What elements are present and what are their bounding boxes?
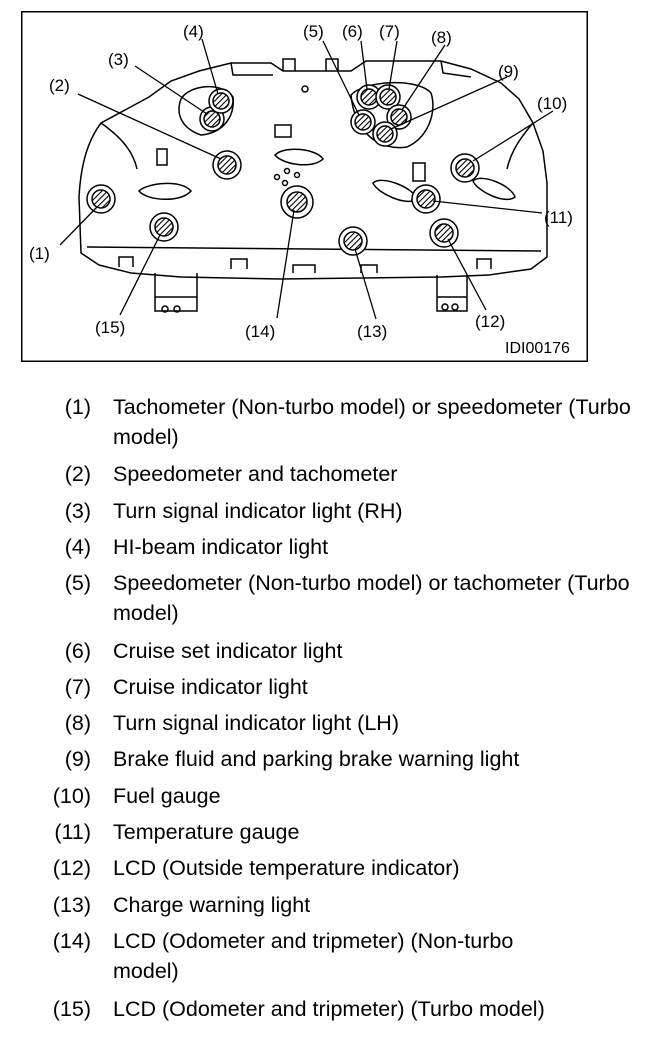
bulb-sockets (86, 84, 480, 256)
socket-7 (375, 84, 401, 110)
socket-6 (356, 84, 382, 110)
socket-5 (350, 109, 376, 135)
legend-text: HI-beam indicator light (113, 535, 329, 559)
callout-10: (10) (537, 94, 567, 113)
callout-2: (2) (49, 76, 70, 95)
legend-text: Turn signal indicator light (RH) (113, 499, 403, 523)
instrument-cluster-figure: (1) (2) (3) (4) (5) (6) (7) (8) (9) (10)… (21, 11, 588, 362)
socket-4 (208, 88, 234, 114)
callout-13: (13) (357, 322, 387, 341)
legend-text: Tachometer (Non-turbo model) or speedome… (113, 395, 631, 449)
legend-text: LCD (Odometer and tripmeter) (Non-turbo … (113, 929, 514, 983)
socket-15 (149, 212, 179, 242)
legend-text: Speedometer (Non-turbo model) or tachome… (113, 571, 630, 625)
callout-11: (11) (544, 208, 573, 227)
figure-reference-id: IDI00176 (505, 340, 570, 357)
socket-12 (429, 218, 459, 248)
leader-lines (59, 38, 554, 320)
callout-15: (15) (95, 318, 125, 337)
instrument-cluster-diagram: (1) (2) (3) (4) (5) (6) (7) (8) (9) (10)… (21, 11, 588, 362)
legend-number: (2) (64, 462, 91, 486)
legend-number: (5) (64, 571, 91, 595)
figure-border (21, 11, 588, 362)
legend-text: LCD (Odometer and tripmeter) (Turbo mode… (113, 997, 545, 1021)
socket-2 (212, 150, 242, 180)
legend-number: (12) (52, 856, 91, 880)
socket-10 (450, 153, 480, 183)
callout-12: (12) (475, 312, 505, 331)
legend-number: (1) (64, 395, 91, 419)
legend-number: (4) (64, 535, 91, 559)
legend-text: Fuel gauge (113, 784, 221, 808)
legend-text: Brake fluid and parking brake warning li… (113, 747, 520, 771)
socket-13 (338, 226, 368, 256)
legend-text: Charge warning light (113, 893, 311, 917)
callout-labels: (1) (2) (3) (4) (5) (6) (7) (8) (9) (10)… (29, 22, 573, 357)
socket-1 (86, 184, 116, 214)
callout-3: (3) (108, 50, 129, 69)
legend-text: Temperature gauge (113, 820, 300, 844)
legend-number: (13) (52, 893, 91, 917)
legend-number: (7) (64, 675, 91, 699)
legend-number: (6) (64, 639, 91, 663)
legend-text: Turn signal indicator light (LH) (113, 711, 399, 735)
callout-9: (9) (498, 62, 519, 81)
callout-4: (4) (183, 22, 204, 41)
legend-text: Speedometer and tachometer (113, 462, 398, 486)
legend-number: (10) (52, 784, 91, 808)
legend-number: (15) (52, 997, 91, 1021)
legend-text: LCD (Outside temperature indicator) (113, 856, 460, 880)
legend-number: (9) (64, 747, 91, 771)
legend-number: (8) (64, 711, 91, 735)
legend-number: (3) (64, 499, 91, 523)
legend-number: (14) (52, 929, 91, 953)
legend-text: Cruise indicator light (113, 675, 308, 699)
legend-number: (11) (54, 820, 91, 844)
socket-9 (372, 121, 398, 147)
socket-14 (280, 185, 314, 219)
callout-7: (7) (379, 22, 400, 41)
callout-6: (6) (342, 22, 363, 41)
socket-11 (411, 184, 441, 214)
cluster-housing (78, 58, 548, 313)
callout-14: (14) (245, 322, 275, 341)
legend-text: Cruise set indicator light (113, 639, 343, 663)
callout-8: (8) (431, 28, 452, 47)
callout-1: (1) (29, 244, 50, 263)
callout-5: (5) (303, 22, 324, 41)
